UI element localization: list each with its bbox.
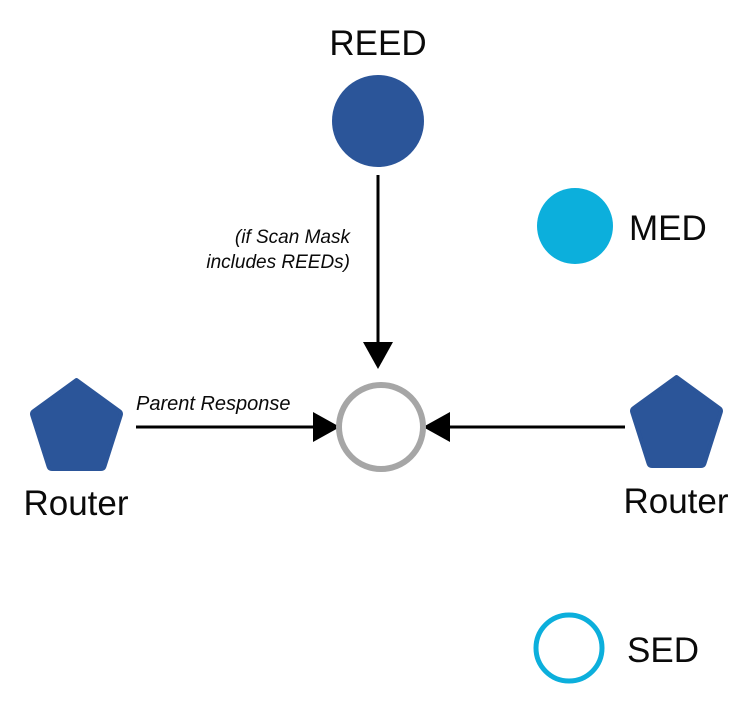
sed-label: SED: [627, 631, 699, 670]
node-router-right[interactable]: Router: [623, 375, 729, 521]
edge-reed-to-center: (if Scan Mask includes REEDs): [206, 175, 393, 369]
edge-router-left-to-center: Parent Response: [136, 393, 340, 442]
router-left-label: Router: [23, 484, 128, 523]
node-center-device[interactable]: [336, 382, 426, 472]
center-device-circle-icon: [336, 382, 426, 472]
router-right-pentagon-icon: [630, 375, 723, 468]
edge-reed-to-center-label-line2: includes REEDs): [206, 252, 350, 273]
node-reed[interactable]: REED: [329, 24, 427, 167]
edge-router-left-to-center-label: Parent Response: [136, 393, 291, 415]
node-med[interactable]: MED: [537, 188, 707, 264]
med-circle-icon: [537, 188, 613, 264]
reed-label: REED: [329, 24, 426, 63]
node-router-left[interactable]: Router: [23, 378, 129, 523]
edge-reed-to-center-label-line1: (if Scan Mask: [235, 227, 352, 248]
router-right-label: Router: [623, 482, 728, 521]
reed-circle-icon: [332, 75, 424, 167]
router-left-pentagon-icon: [30, 378, 123, 471]
sed-circle-icon: [533, 612, 605, 684]
med-label: MED: [629, 209, 707, 248]
node-sed[interactable]: SED: [533, 612, 699, 684]
